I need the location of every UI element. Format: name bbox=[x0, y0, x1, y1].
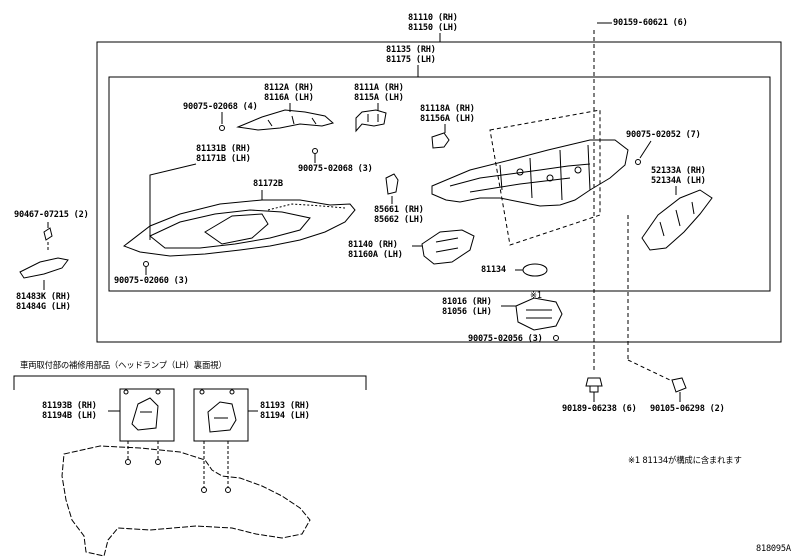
label-52133A: 52133A (RH) bbox=[651, 166, 706, 176]
label-81175: 81175 (LH) bbox=[386, 55, 436, 65]
leader-81131B bbox=[149, 163, 197, 240]
label-81194: 81194 (LH) bbox=[260, 411, 310, 421]
bulb-85661 bbox=[385, 173, 399, 195]
label-90075-02068-4: 90075-02068 (4) bbox=[183, 102, 258, 112]
label-8111A: 8111A (RH) bbox=[354, 83, 404, 93]
bracket-52133A bbox=[641, 189, 713, 251]
screw-90075-02060 bbox=[143, 261, 149, 267]
screw-box-3 bbox=[199, 389, 205, 395]
screw-box-4 bbox=[229, 389, 235, 395]
box-81193B bbox=[119, 388, 175, 442]
label-81056: 81056 (LH) bbox=[442, 307, 492, 317]
label-90075-02052: 90075-02052 (7) bbox=[626, 130, 701, 140]
mount-d bbox=[225, 487, 231, 493]
mount-c bbox=[201, 487, 207, 493]
label-note-mark: ※1 bbox=[530, 290, 542, 300]
assembly-frame-outer bbox=[96, 41, 782, 343]
ring-81134 bbox=[522, 263, 548, 277]
bolt-90189 bbox=[585, 377, 603, 393]
label-81193B: 81193B (RH) bbox=[42, 401, 97, 411]
label-52134A: 52134A (LH) bbox=[651, 176, 706, 186]
screw-90075-02056 bbox=[553, 335, 559, 341]
housing-hole-3 bbox=[574, 166, 582, 174]
label-90189: 90189-06238 (6) bbox=[562, 404, 637, 414]
lens-eye bbox=[204, 213, 269, 245]
label-85661: 85661 (RH) bbox=[374, 205, 424, 215]
bolt-90105 bbox=[671, 377, 687, 393]
label-8112A: 8112A (RH) bbox=[264, 83, 314, 93]
label-81193: 81193 (RH) bbox=[260, 401, 310, 411]
drawing-number: 818095A bbox=[756, 544, 791, 554]
label-81156A: 81156A (LH) bbox=[420, 114, 475, 124]
headlamp-back-outline bbox=[61, 445, 311, 557]
section-title: 車両取付部の補修用部品（ヘッドランプ（LH）裏面視） bbox=[20, 360, 227, 370]
footnote: ※1 81134が構成に含まれます bbox=[628, 455, 742, 465]
label-81134: 81134 bbox=[481, 265, 506, 275]
housing-hole-2 bbox=[546, 174, 554, 182]
bracket-8111A bbox=[355, 109, 387, 133]
screw-box-1 bbox=[123, 389, 129, 395]
clip-90467 bbox=[43, 227, 53, 241]
label-81484G: 81484G (LH) bbox=[16, 302, 71, 312]
label-81150: 81150 (LH) bbox=[408, 23, 458, 33]
assembly-frame-inner bbox=[108, 76, 771, 292]
unit-81016 bbox=[515, 297, 563, 331]
bracket-81193 bbox=[207, 401, 237, 433]
mount-a bbox=[125, 459, 131, 465]
label-90159: 90159-60621 (6) bbox=[613, 18, 688, 28]
label-81483K: 81483K (RH) bbox=[16, 292, 71, 302]
box-81193 bbox=[193, 388, 249, 442]
screw-box-2 bbox=[155, 389, 161, 395]
lens-inner bbox=[149, 209, 311, 249]
housing-projection bbox=[489, 109, 601, 246]
part-81140 bbox=[421, 229, 475, 265]
label-81140: 81140 (RH) bbox=[348, 240, 398, 250]
screw-90075-02068-3 bbox=[312, 148, 318, 154]
label-81118A: 81118A (RH) bbox=[420, 104, 475, 114]
screw-90075-02052 bbox=[635, 159, 641, 165]
label-81171B: 81171B (LH) bbox=[196, 154, 251, 164]
screw-90075-02068-4 bbox=[219, 125, 225, 131]
label-90075-02068-3: 90075-02068 (3) bbox=[298, 164, 373, 174]
part-81118A bbox=[431, 132, 450, 149]
label-90467: 90467-07215 (2) bbox=[14, 210, 89, 220]
dash-90105-b bbox=[627, 359, 671, 381]
label-81110: 81110 (RH) bbox=[408, 13, 458, 23]
label-85662: 85662 (LH) bbox=[374, 215, 424, 225]
leader-90075-02052 bbox=[639, 140, 652, 159]
label-81172B: 81172B bbox=[253, 179, 283, 189]
label-81160A: 81160A (LH) bbox=[348, 250, 403, 260]
label-90075-02060: 90075-02060 (3) bbox=[114, 276, 189, 286]
housing-detail bbox=[449, 144, 591, 201]
label-90105: 90105-06298 (2) bbox=[650, 404, 725, 414]
label-81135: 81135 (RH) bbox=[386, 45, 436, 55]
bracket-81193B bbox=[131, 397, 159, 431]
lens-81131B bbox=[122, 199, 356, 257]
label-81194B: 81194B (LH) bbox=[42, 411, 97, 421]
label-8115A: 8115A (LH) bbox=[354, 93, 404, 103]
label-8116A: 8116A (LH) bbox=[264, 93, 314, 103]
housing-body bbox=[431, 139, 629, 207]
housing-hole-1 bbox=[516, 168, 524, 176]
label-81016: 81016 (RH) bbox=[442, 297, 492, 307]
bracket-8112A bbox=[236, 109, 335, 131]
mount-b bbox=[155, 459, 161, 465]
label-81131B: 81131B (RH) bbox=[196, 144, 251, 154]
label-90075-02056: 90075-02056 (3) bbox=[468, 334, 543, 344]
cover-81483K bbox=[19, 257, 69, 279]
section-bracket bbox=[13, 375, 367, 390]
lens-74 bbox=[267, 203, 346, 211]
